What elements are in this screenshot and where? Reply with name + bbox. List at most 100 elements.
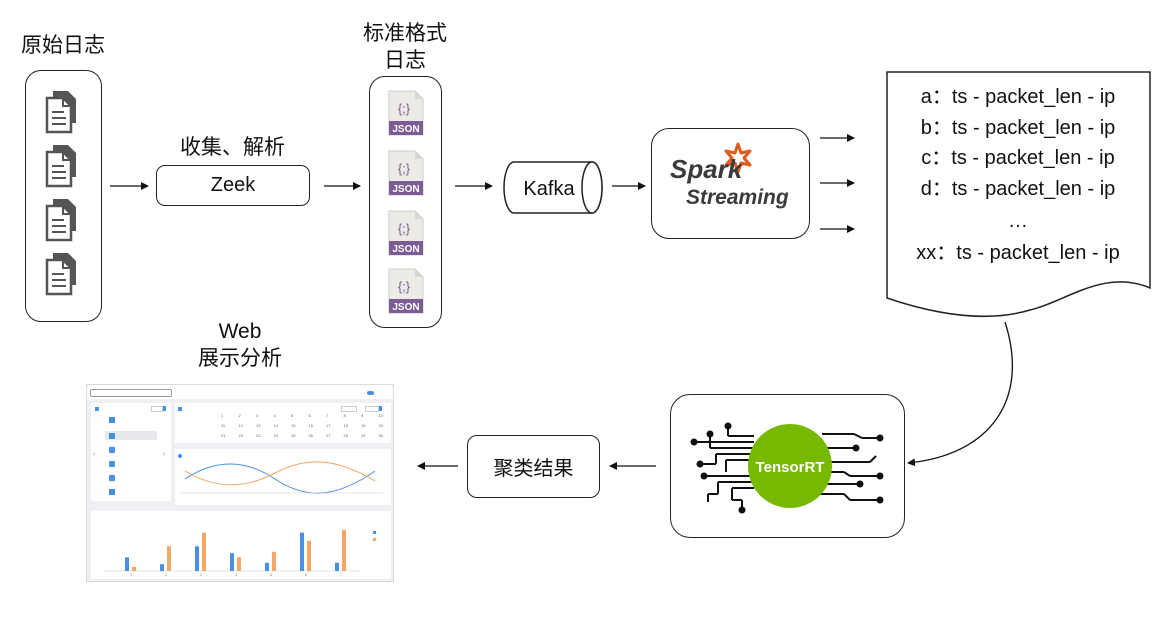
output-line-c: c：ts - packet_len - ip xyxy=(921,147,1115,169)
streaming-title: Streaming xyxy=(686,186,789,209)
web-display-line1: Web xyxy=(218,320,262,343)
output-lines: a：ts - packet_len - ip b：ts - packet_len… xyxy=(888,82,1148,269)
output-line-ellipsis: … xyxy=(1008,210,1028,232)
bar-tick-label: 3 xyxy=(200,573,202,577)
calendar-day: 8 xyxy=(343,413,346,418)
bar-legend-swatch xyxy=(373,538,376,541)
tensorrt-label: TensorRT xyxy=(756,459,825,476)
dashboard-search-input xyxy=(90,389,172,397)
dashboard-next-arrow-icon: › xyxy=(163,451,166,458)
tensorrt-logo: TensorRT xyxy=(690,422,884,514)
raw-logs-label: 原始日志 xyxy=(21,34,105,57)
standard-format-line2: 日志 xyxy=(384,49,426,72)
dashboard-line-chart xyxy=(175,449,391,505)
spark-title: Spark xyxy=(670,154,744,184)
json-brace-glyph: {;} xyxy=(398,221,411,236)
arrow-output-to-tensorrt xyxy=(907,321,1014,467)
calendar-day: 24 xyxy=(273,433,278,438)
json-brace-glyph: {;} xyxy=(398,161,411,176)
collect-parse-label: 收集、解析 xyxy=(180,136,285,159)
json-label: JSON xyxy=(392,302,419,313)
bar-series-1 xyxy=(160,564,164,571)
kafka-label: Kafka xyxy=(523,178,575,200)
calendar-day: 15 xyxy=(291,423,296,428)
bar-series-2 xyxy=(237,557,241,571)
calendar-day: 18 xyxy=(343,423,348,428)
web-display-label: Web 展示分析 xyxy=(180,318,300,372)
calendar-day: 22 xyxy=(238,433,243,438)
bar-series-2 xyxy=(167,546,171,571)
bar-tick-label: 2 xyxy=(165,573,167,577)
bar-tick-label: 6 xyxy=(305,573,307,577)
calendar-day: 16 xyxy=(308,423,313,428)
json-brace-glyph: {;} xyxy=(398,101,411,116)
calendar-day: 26 xyxy=(308,433,313,438)
calendar-day: 5 xyxy=(291,413,294,418)
calendar-day: 25 xyxy=(291,433,296,438)
calendar-day: 27 xyxy=(326,433,331,438)
bar-series-2 xyxy=(202,532,206,571)
bar-tick-label: 5 xyxy=(270,573,272,577)
bar-series-2 xyxy=(307,540,311,571)
bar-series-1 xyxy=(335,562,339,571)
calendar-day: 17 xyxy=(326,423,331,428)
output-line-b: b：ts - packet_len - ip xyxy=(920,116,1116,139)
dashboard-device-list: ‹ › xyxy=(91,403,171,501)
json-file-icon: {;} JSON xyxy=(388,150,424,196)
bar-series-1 xyxy=(230,553,234,571)
kafka-node: Kafka xyxy=(503,161,603,214)
calendar-day: 1 xyxy=(221,413,224,418)
bar-tick-label: 7 xyxy=(340,573,342,577)
json-label: JSON xyxy=(392,244,419,255)
circuit-icon xyxy=(690,422,884,514)
document-icon xyxy=(45,91,76,134)
json-file-icon: {;} JSON xyxy=(388,210,424,256)
spark-streaming-logo: Spark Streaming xyxy=(670,142,789,209)
json-file-icon: {;} JSON xyxy=(388,90,424,136)
bar-series-1 xyxy=(125,557,129,571)
calendar-day: 28 xyxy=(343,433,348,438)
json-brace-glyph: {;} xyxy=(398,279,411,294)
calendar-day: 12 xyxy=(238,423,243,428)
output-document xyxy=(886,71,1151,317)
json-label: JSON xyxy=(392,184,419,195)
json-label: JSON xyxy=(392,124,419,135)
output-line-a: a：ts - packet_len - ip xyxy=(920,86,1116,108)
calendar-day: 21 xyxy=(221,433,226,438)
bar-legend-swatch xyxy=(373,531,376,534)
bar-series-2 xyxy=(132,566,136,571)
zeek-label: Zeek xyxy=(210,174,256,196)
dashboard-toggle-icon xyxy=(367,391,374,395)
calendar-day: 19 xyxy=(361,423,366,428)
calendar-day: 14 xyxy=(273,423,278,428)
bar-tick-label: 4 xyxy=(235,573,237,577)
calendar-day: 2 xyxy=(238,413,241,418)
calendar-day: 7 xyxy=(326,413,329,418)
cluster-result-node: 聚类结果 xyxy=(467,435,600,498)
calendar-day: 6 xyxy=(308,413,311,418)
output-line-d: d：ts - packet_len - ip xyxy=(920,177,1116,200)
calendar-day: 20 xyxy=(378,423,383,428)
standard-format-label: 标准格式 日志 xyxy=(350,20,460,74)
standard-format-line1: 标准格式 xyxy=(363,22,447,45)
calendar-day: 4 xyxy=(273,413,276,418)
dashboard-topbar xyxy=(87,385,393,399)
zeek-node: Zeek xyxy=(156,165,310,206)
calendar-day: 30 xyxy=(378,433,383,438)
calendar-day: 9 xyxy=(361,413,364,418)
document-icon xyxy=(45,145,76,188)
bar-series-1 xyxy=(265,562,269,571)
calendar-day: 13 xyxy=(256,423,261,428)
bar-series-1 xyxy=(300,532,304,571)
cluster-result-label: 聚类结果 xyxy=(493,458,574,480)
bar-series-1 xyxy=(195,546,199,571)
spark-star-icon xyxy=(724,142,752,174)
bar-series-2 xyxy=(342,529,346,571)
calendar-day: 23 xyxy=(256,433,261,438)
dashboard-prev-arrow-icon: ‹ xyxy=(93,451,96,458)
calendar-day: 10 xyxy=(378,413,383,418)
